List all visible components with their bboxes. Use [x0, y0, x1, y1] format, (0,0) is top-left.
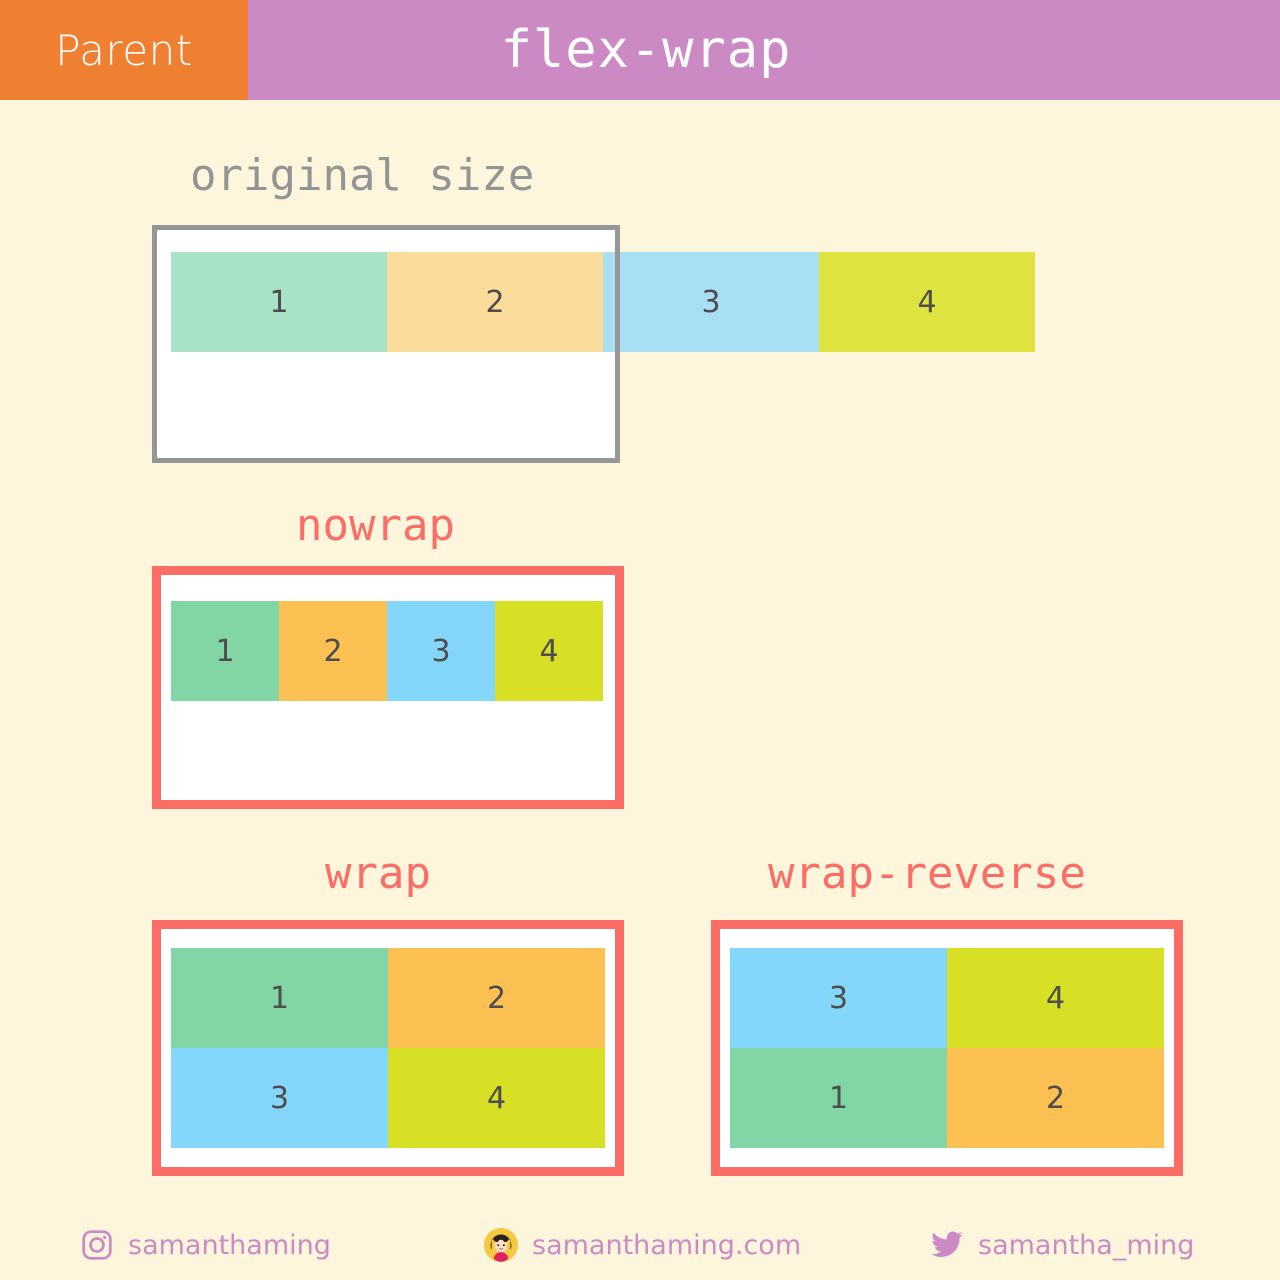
flex-item: 3	[730, 948, 947, 1048]
flex-item-label: 3	[269, 1080, 290, 1116]
flex-item-label: 2	[323, 633, 343, 669]
avatar-icon	[484, 1228, 518, 1262]
flex-item-label: 2	[486, 980, 507, 1016]
page-header: Parent flex-wrap	[0, 0, 1280, 100]
section-label-wrap-reverse: wrap-reverse	[768, 848, 1086, 899]
flex-item: 2	[947, 1048, 1164, 1148]
flex-item-label: 3	[431, 633, 451, 669]
flex-item-label: 3	[701, 284, 721, 320]
items-row-wrap: 1 2 3 4	[171, 948, 605, 1148]
flex-item: 2	[387, 252, 603, 352]
flex-item-label: 2	[485, 284, 505, 320]
flex-item-label: 4	[1045, 980, 1066, 1016]
flex-item-label: 4	[917, 284, 937, 320]
section-label-wrap: wrap	[325, 848, 431, 899]
parent-tab: Parent	[0, 0, 248, 100]
flex-item: 4	[388, 1048, 605, 1148]
flex-item: 1	[171, 252, 387, 352]
flex-item: 3	[171, 1048, 388, 1148]
section-label-original-size: original size	[190, 150, 535, 201]
footer-twitter-handle: samantha_ming	[978, 1229, 1195, 1261]
flex-item-label: 1	[828, 1080, 849, 1116]
flex-item-label: 1	[269, 284, 289, 320]
flex-item: 2	[279, 601, 387, 701]
flex-item: 1	[171, 601, 279, 701]
footer-instagram[interactable]: samanthaming	[80, 1228, 331, 1262]
section-label-nowrap: nowrap	[296, 500, 455, 551]
flex-item: 3	[387, 601, 495, 701]
flex-item: 1	[730, 1048, 947, 1148]
flex-item: 3	[603, 252, 819, 352]
footer-website-handle: samanthaming.com	[532, 1229, 802, 1261]
page-title: flex-wrap	[500, 20, 792, 80]
header-title-bar: flex-wrap	[248, 0, 1280, 100]
flex-item: 4	[947, 948, 1164, 1048]
footer-instagram-handle: samanthaming	[128, 1229, 331, 1261]
flex-item: 2	[388, 948, 605, 1048]
flex-item: 4	[819, 252, 1035, 352]
flex-item: 4	[495, 601, 603, 701]
flex-item-label: 4	[539, 633, 559, 669]
footer-twitter[interactable]: samantha_ming	[930, 1228, 1194, 1262]
flex-item-label: 4	[486, 1080, 507, 1116]
items-row-wrap-reverse: 3 4 1 2	[730, 948, 1164, 1148]
items-row-nowrap: 1 2 3 4	[171, 601, 603, 701]
instagram-icon	[80, 1228, 114, 1262]
flex-item-label: 2	[1045, 1080, 1066, 1116]
parent-tab-label: Parent	[55, 25, 193, 75]
flex-item-label: 3	[828, 980, 849, 1016]
flex-item-label: 1	[269, 980, 290, 1016]
page-footer: samanthaming samanthaming.com samantha_m…	[0, 1215, 1280, 1275]
twitter-icon	[930, 1228, 964, 1262]
flex-item-label: 1	[215, 633, 235, 669]
flex-item: 1	[171, 948, 388, 1048]
footer-website[interactable]: samanthaming.com	[484, 1228, 801, 1262]
items-row-original-size: 1 2 3 4	[171, 252, 1035, 352]
